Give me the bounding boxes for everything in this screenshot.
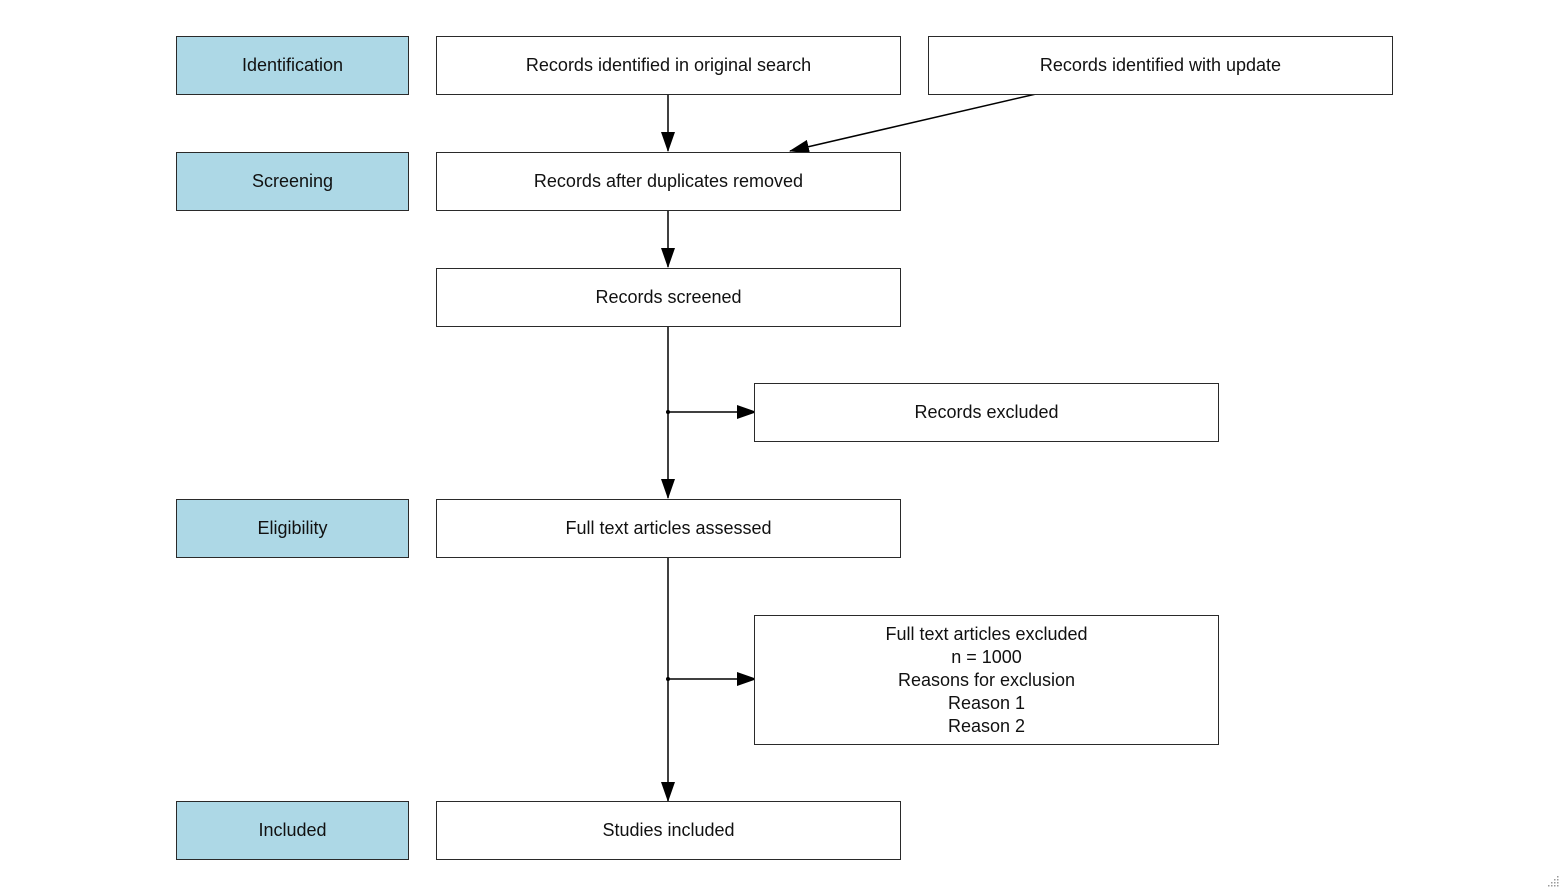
excluded-reason-2: Reason 2 <box>947 715 1026 736</box>
excluded-reasons-heading: Reasons for exclusion <box>897 669 1076 690</box>
stage-included: Included <box>176 801 409 860</box>
box-full-text-assessed: Full text articles assessed <box>436 499 901 558</box>
excluded-title: Full text articles excluded <box>885 623 1088 644</box>
box-records-update: Records identified with update <box>928 36 1393 95</box>
excluded-count: n = 1000 <box>951 646 1022 667</box>
resize-grip-icon[interactable] <box>1546 874 1560 888</box>
box-records-duplicates-removed: Records after duplicates removed <box>436 152 901 211</box>
stage-screening: Screening <box>176 152 409 211</box>
box-studies-included: Studies included <box>436 801 901 860</box>
box-records-screened: Records screened <box>436 268 901 327</box>
branch-point-records-excluded <box>666 410 670 414</box>
branch-point-full-text-excluded <box>666 677 670 681</box>
excluded-reason-1: Reason 1 <box>947 692 1026 713</box>
stage-identification: Identification <box>176 36 409 95</box>
box-records-excluded: Records excluded <box>754 383 1219 442</box>
arrow-update-to-duplicates <box>789 93 1037 154</box>
box-full-text-excluded: Full text articles excluded n = 1000 Rea… <box>754 615 1219 745</box>
box-records-original-search: Records identified in original search <box>436 36 901 95</box>
stage-eligibility: Eligibility <box>176 499 409 558</box>
